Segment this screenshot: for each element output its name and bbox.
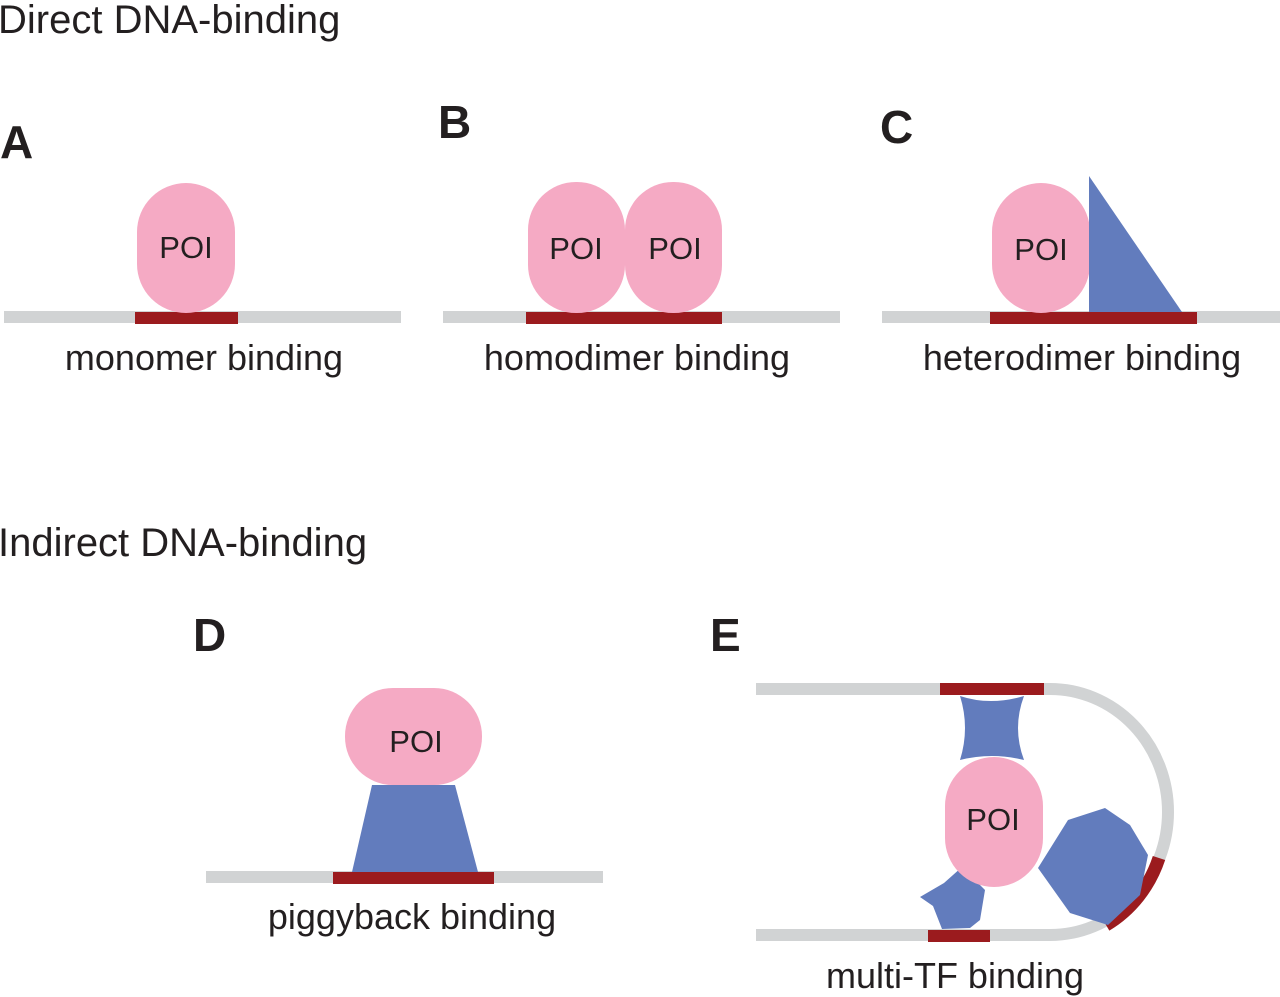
binding-site (526, 312, 722, 324)
poi-protein-right (625, 182, 722, 313)
binding-site-top (940, 683, 1044, 695)
dna-loop (756, 683, 1174, 941)
partner-tf-trapezoid (352, 785, 478, 872)
partner-tf-triangle (1089, 176, 1182, 312)
poi-label: POI (389, 724, 442, 759)
panel-b: B POI POI homodimer binding (438, 96, 840, 378)
panel-d: D POI piggyback binding (193, 609, 603, 937)
binding-site (990, 312, 1197, 324)
panel-a: A POI monomer binding (0, 116, 401, 378)
poi-protein-left (528, 182, 625, 313)
partner-tf-heptagon (1038, 808, 1148, 925)
caption-homodimer-binding: homodimer binding (484, 337, 790, 378)
poi-protein (137, 183, 235, 313)
caption-monomer-binding: monomer binding (65, 337, 343, 378)
panel-e: E POI multi-TF binding (710, 609, 1174, 996)
panel-label-e: E (710, 609, 741, 661)
section-title-indirect: Indirect DNA-binding (0, 521, 367, 565)
panel-label-d: D (193, 609, 226, 661)
binding-site-curve (1102, 855, 1166, 931)
caption-heterodimer-binding: heterodimer binding (923, 337, 1241, 378)
poi-protein (945, 757, 1043, 887)
poi-label: POI (648, 231, 701, 266)
poi-label: POI (1014, 232, 1067, 267)
caption-piggyback-binding: piggyback binding (268, 896, 556, 937)
poi-label: POI (549, 231, 602, 266)
partner-tf-star (920, 867, 985, 929)
panel-label-a: A (0, 116, 33, 168)
binding-site (333, 872, 494, 884)
poi-label: POI (966, 802, 1019, 837)
poi-protein (992, 183, 1090, 313)
caption-multi-tf-binding: multi-TF binding (826, 955, 1084, 996)
poi-label: POI (159, 230, 212, 265)
binding-site-bottom (928, 930, 990, 942)
binding-site (135, 312, 238, 324)
panel-c: C POI heterodimer binding (880, 101, 1280, 378)
panel-label-c: C (880, 101, 913, 153)
poi-protein (345, 688, 482, 785)
partner-tf-hourglass (960, 696, 1024, 760)
section-title-direct: Direct DNA-binding (0, 0, 340, 42)
panel-label-b: B (438, 96, 471, 148)
